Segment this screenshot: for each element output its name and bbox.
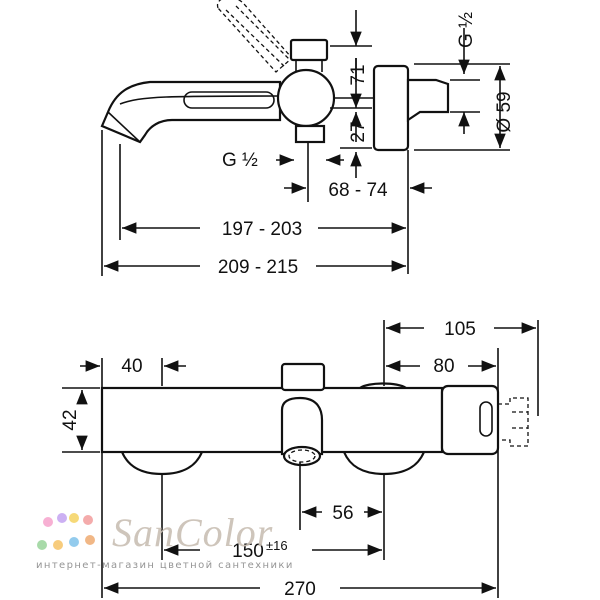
escutcheon-left	[120, 451, 204, 476]
dim-56: 56	[332, 503, 353, 524]
top-diverter-cap	[280, 362, 326, 392]
dim-197-203: 197 - 203	[222, 219, 302, 240]
dim-27: 27	[348, 121, 369, 142]
thermostat-slot	[479, 401, 493, 437]
thermostat-cap	[440, 384, 500, 456]
top-cap	[289, 38, 329, 62]
dim-d59: Ø 59	[494, 91, 515, 132]
dim-270: 270	[284, 579, 316, 600]
dim-42: 42	[60, 409, 81, 430]
wall-connector	[294, 124, 326, 144]
spout-slot	[183, 91, 275, 109]
watermark: SanColor интернет-магазин цветной сантех…	[36, 510, 294, 571]
thermostat-knob	[406, 78, 450, 123]
dim-209-215: 209 - 215	[218, 257, 298, 278]
front-view: 40 42 105 80 56 150 ±16 270	[60, 319, 539, 600]
watermark-dots	[37, 513, 95, 550]
thermostat-housing	[372, 64, 410, 152]
dim-150-tolerance: ±16	[266, 538, 288, 553]
mixer-bar	[100, 386, 444, 454]
dim-71: 71	[348, 64, 369, 85]
dim-105: 105	[444, 319, 476, 340]
dim-40: 40	[121, 356, 142, 377]
top-view: 71 27 G ½ Ø 59 G ½ 68 - 74 197 - 203	[100, 0, 515, 278]
spout	[100, 80, 282, 144]
dim-68-74: 68 - 74	[328, 180, 388, 201]
spout-outlet	[280, 396, 324, 456]
escutcheon-right-top	[359, 382, 407, 389]
dim-g-half-left: G ½	[222, 150, 258, 171]
watermark-brand: SanColor	[112, 510, 273, 555]
watermark-tagline: интернет-магазин цветной сантехники	[36, 560, 294, 571]
dim-80: 80	[433, 356, 454, 377]
mixer-body	[276, 68, 336, 128]
dim-g-half-right: G ½	[456, 12, 477, 48]
dim-150: 150	[232, 541, 264, 562]
escutcheon-right	[342, 451, 426, 476]
lever-alt-position	[216, 0, 293, 73]
